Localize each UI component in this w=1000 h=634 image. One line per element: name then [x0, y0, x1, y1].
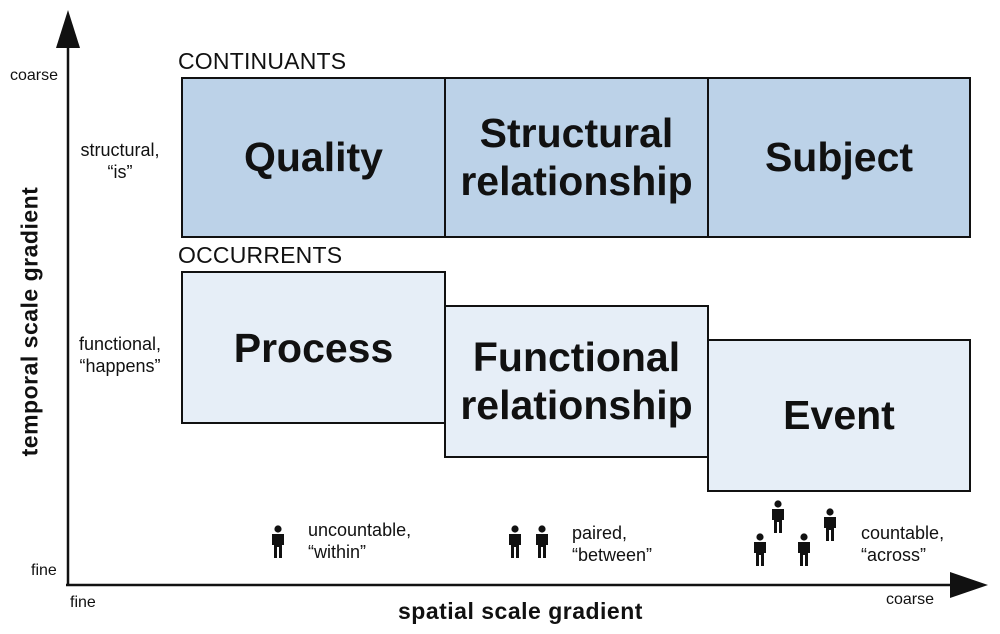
event-box: Event: [707, 339, 971, 492]
x-axis-title: spatial scale gradient: [398, 598, 643, 624]
subject-box: Subject: [707, 77, 971, 238]
structural-relationship-box: Structural relationship: [444, 77, 709, 238]
person-icon: [798, 533, 810, 566]
y-axis-top-label: coarse: [10, 67, 59, 84]
uncountable-label: uncountable, “within”: [308, 520, 412, 562]
occurrents-label: OCCURRENTS: [178, 242, 343, 268]
x-axis-arrowhead: [950, 572, 988, 598]
y-axis-title: temporal scale gradient: [16, 186, 43, 457]
y-axis-bottom-label: fine: [31, 562, 57, 579]
paired-label: paired, “between”: [572, 523, 653, 565]
y-axis-arrowhead: [56, 10, 80, 48]
continuants-label: CONTINUANTS: [178, 48, 347, 74]
structural-row-label: structural, “is”: [80, 140, 160, 182]
person-icon: [272, 525, 284, 558]
person-icon: [772, 500, 784, 533]
countable-label: countable, “across”: [861, 523, 945, 565]
quality-box: Quality: [181, 77, 446, 238]
person-icon: [754, 533, 766, 566]
process-box: Process: [181, 271, 446, 424]
person-icon: [509, 525, 521, 558]
x-axis-right-label: coarse: [886, 591, 935, 608]
person-icon: [824, 508, 836, 541]
functional-row-label: functional, “happens”: [78, 334, 162, 376]
functional-relationship-box: Functional relationship: [444, 305, 709, 458]
person-icon: [536, 525, 548, 558]
x-axis-left-label: fine: [70, 594, 96, 611]
